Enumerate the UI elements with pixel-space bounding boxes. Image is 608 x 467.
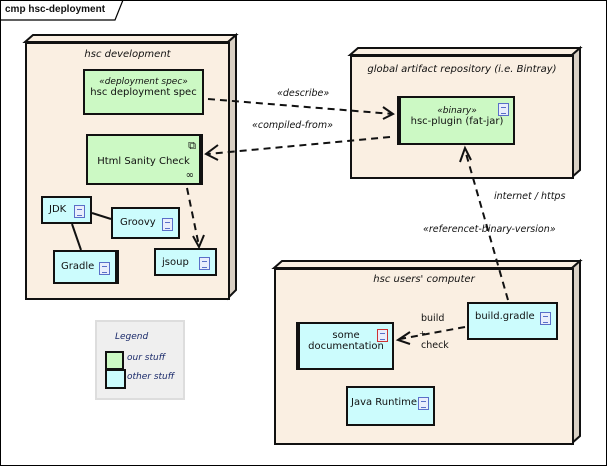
artifact-deployment-spec[interactable]: «deployment spec» hsc deployment spec (83, 69, 204, 115)
pdf-document-icon (377, 329, 388, 342)
build-label: build (421, 313, 445, 324)
arrowhead (382, 106, 395, 120)
plus-label: + (419, 329, 426, 338)
artifact-name: JDK (49, 204, 67, 215)
artifact-groovy[interactable]: Groovy (111, 207, 180, 239)
artifact-name-line2: documentation (308, 341, 384, 352)
document-icon (199, 257, 210, 270)
artifact-name-line1: some (332, 330, 360, 341)
document-icon (498, 103, 509, 116)
node-label: hsc users' computer (373, 274, 475, 285)
interface-icon: ∞ (185, 170, 194, 181)
artifact-build-gradle[interactable]: build.gradle (467, 302, 558, 340)
referencet-label: «referencet-binary-version» (423, 224, 556, 235)
artifact-name: jsoup (162, 257, 189, 268)
jdk-groovy-link (91, 212, 112, 220)
component-html-sanity-check[interactable]: Html Sanity Check ⧉ ∞ (86, 134, 203, 185)
artifact-name: Java Runtime (351, 397, 418, 408)
artifact-name: hsc-plugin (fat-jar) (410, 116, 504, 127)
referencet-connector (464, 149, 509, 301)
document-icon (99, 262, 110, 275)
frame-title: cmp hsc-deployment (5, 4, 106, 15)
legend-title: Legend (115, 332, 149, 342)
artifact-hsc-plugin[interactable]: «binary» hsc-plugin (fat-jar) (397, 96, 515, 145)
artifact-name: build.gradle (475, 311, 535, 322)
artifact-jdk[interactable]: JDK (41, 196, 92, 224)
legend-swatch-other-stuff (105, 369, 126, 389)
artifact-jsoup[interactable]: jsoup (154, 248, 217, 276)
check-label: check (421, 340, 449, 351)
stereotype: «deployment spec» (99, 77, 188, 87)
artifact-name: hsc deployment spec (90, 87, 197, 98)
stereotype: «binary» (437, 106, 477, 116)
arrowhead (204, 144, 219, 161)
describe-connector (207, 98, 394, 115)
artifact-java-runtime[interactable]: Java Runtime (346, 386, 435, 426)
compiled-from-connector (207, 136, 391, 155)
node-label: global artifact repository (i.e. Bintray… (367, 64, 557, 75)
arrowhead (192, 234, 205, 250)
jdk-gradle-link (71, 223, 82, 251)
component-name: Html Sanity Check (97, 156, 190, 167)
artifact-name: Gradle (61, 261, 95, 272)
artifact-gradle[interactable]: Gradle (53, 250, 119, 284)
compiled-from-label: «compiled-from» (252, 120, 333, 131)
arrowhead (459, 145, 472, 163)
artifact-some-documentation[interactable]: some documentation (296, 322, 394, 370)
legend: Legend our stuff other stuff (95, 320, 185, 400)
uses-jsoup-connector (186, 187, 200, 247)
arrowhead (395, 331, 411, 345)
document-icon (540, 312, 551, 325)
legend-label-other-stuff: other stuff (127, 372, 175, 382)
legend-label-our-stuff: our stuff (127, 353, 166, 363)
component-icon: ⧉ (188, 139, 196, 152)
document-icon (418, 397, 429, 410)
legend-swatch-our-stuff (105, 351, 124, 370)
describe-label: «describe» (277, 88, 330, 99)
node-label: hsc development (84, 49, 171, 60)
artifact-name: Groovy (120, 217, 156, 228)
document-icon (162, 218, 173, 231)
internet-label: internet / https (494, 191, 566, 202)
document-icon (74, 205, 85, 218)
